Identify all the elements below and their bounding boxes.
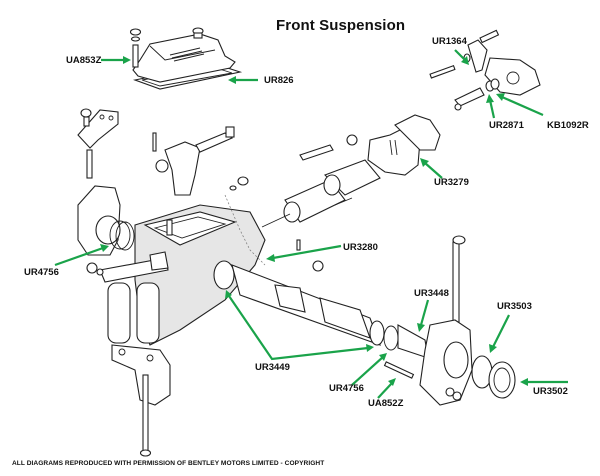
arrow-ur1364 [454, 49, 466, 61]
top-cover-part [132, 33, 243, 90]
left-housing-part [77, 185, 135, 256]
copyright-footer: ALL DIAGRAMS REPRODUCED WITH PERMISSION … [12, 460, 325, 467]
arrowhead-ur3503 [489, 344, 497, 353]
label-ur3279: UR3279 [434, 177, 469, 188]
arrowhead-ua853z [123, 56, 131, 64]
arrowhead-ur3280 [266, 254, 275, 262]
arrow-kb1092r [501, 95, 544, 117]
dashed-guide-line [224, 194, 266, 266]
arrow-ur4756-lower [351, 356, 384, 386]
arrowhead-ur826 [228, 76, 236, 84]
label-ur826: UR826 [264, 75, 294, 86]
arrow-ur3449 [228, 295, 369, 361]
cylinder-group-part [261, 134, 381, 228]
pin-part [296, 239, 301, 251]
arrowhead-ur3449-right [366, 344, 374, 352]
drop-arm-part [86, 251, 169, 344]
arrow-ur3503 [492, 314, 510, 348]
arrowhead-ua852z [388, 378, 396, 386]
arrow-ua852z [377, 382, 393, 399]
arrowhead-ur1364 [461, 56, 469, 65]
label-kb1092r: KB1092R [547, 120, 589, 131]
arrowhead-ur3502 [520, 378, 528, 386]
arrowhead-kb1092r [496, 93, 505, 101]
arrowhead-ur3449-left [225, 290, 232, 299]
label-ur4756-left: UR4756 [24, 267, 59, 278]
arrow-ur3279 [424, 162, 443, 179]
hub-part [383, 235, 516, 406]
label-ur3502: UR3502 [533, 386, 568, 397]
arrowhead-ur2871 [486, 94, 494, 103]
label-ua853z: UA853Z [66, 55, 102, 66]
arrowhead-ur4756-left [100, 244, 109, 252]
right-bracket-part [429, 29, 541, 111]
label-ur3448: UR3448 [414, 288, 449, 299]
label-ur1364: UR1364 [432, 36, 467, 47]
valve-plate-part [367, 114, 441, 176]
label-ur2871: UR2871 [489, 120, 524, 131]
label-ur3449: UR3449 [255, 362, 290, 373]
callout-arrows [54, 49, 568, 399]
nut-part [237, 176, 249, 186]
label-ua852z: UA852Z [368, 398, 404, 409]
label-ur3280: UR3280 [343, 242, 378, 253]
stud-part [129, 27, 204, 68]
label-ur4756-lower: UR4756 [329, 383, 364, 394]
left-bracket-part [77, 108, 119, 179]
arrow-ur4756-left [54, 246, 104, 267]
washer-part [229, 185, 237, 191]
arrowhead-ur4756-lower [379, 353, 387, 361]
arrowhead-ur3279 [420, 158, 429, 167]
arrow-ur3280 [272, 244, 342, 260]
label-ur3503: UR3503 [497, 301, 532, 312]
arrowhead-ur3448 [417, 323, 425, 332]
diagram-title: Front Suspension [276, 17, 406, 34]
shaft-part [231, 264, 429, 359]
lower-clamp-part [111, 344, 171, 457]
arrow-ur3448 [419, 299, 430, 326]
arrow-ur2871 [488, 99, 496, 119]
lever-arm-part [152, 126, 235, 196]
bush-part [312, 260, 324, 272]
